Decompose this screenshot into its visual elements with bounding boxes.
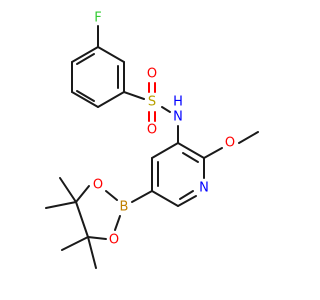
atom-boron: B [120, 200, 129, 215]
bond [71, 46, 99, 63]
bond-c-o-methoxy [203, 147, 223, 159]
bond-c-c [75, 201, 89, 238]
bond-methyl [61, 236, 89, 251]
atom-fluorine: F [94, 11, 101, 26]
bond [97, 91, 125, 108]
atom-hydrogen-amide: H [173, 95, 183, 110]
structure-canvas: F S O O N H N O B O O [45, 11, 259, 269]
bond-c-s [123, 91, 145, 100]
bond [151, 190, 179, 207]
atom-nitrogen-amide: N [173, 110, 183, 125]
fluorobenzene-ring [71, 46, 125, 108]
bond-o-c [87, 236, 107, 240]
bond-b-o [114, 215, 121, 231]
bond [177, 195, 197, 207]
bond-c-b [131, 190, 153, 203]
double-bond-inner [182, 152, 199, 163]
bond-s-n [161, 106, 171, 113]
atom-oxygen-boronate-top: O [93, 178, 103, 193]
bond-methyl [87, 236, 97, 269]
double-bond-inner [179, 190, 194, 200]
bond [71, 91, 99, 108]
atom-oxygen-sulfonyl-top: O [147, 67, 157, 82]
atom-oxygen-sulfonyl-bottom: O [147, 123, 157, 138]
atom-oxygen-methoxy: O [225, 136, 235, 151]
molecule-diagram: F S O O N H N O B O O [45, 10, 259, 269]
bond-o-c [75, 185, 90, 203]
bond [151, 142, 179, 159]
double-bond-inner [76, 53, 95, 65]
bond-methyl [45, 201, 77, 209]
bond [97, 46, 125, 63]
atom-oxygen-boronate-bottom: O [109, 233, 119, 248]
atom-nitrogen-pyridine: N [199, 181, 209, 196]
bond [177, 142, 205, 159]
bond-methyl [59, 177, 77, 203]
double-bond-inner [76, 90, 95, 102]
pyridine-ring [151, 142, 205, 207]
dioxaborolane-ring [75, 185, 121, 240]
bond-b-o [105, 190, 118, 201]
atom-sulfur: S [148, 95, 156, 110]
bond-o-methyl [238, 131, 259, 144]
